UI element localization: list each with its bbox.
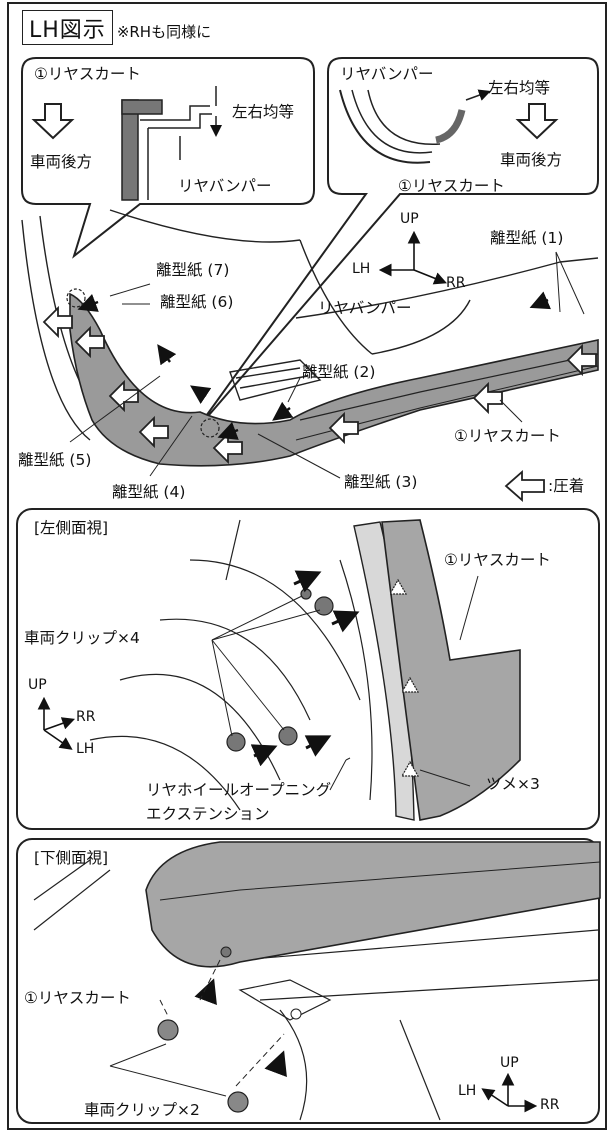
callout-right xyxy=(195,57,599,431)
bottom-clip-arrows xyxy=(194,978,287,1078)
bottom-view-skirt-label: ①リヤスカート xyxy=(24,989,131,1007)
axis-top-rr: RR xyxy=(446,275,466,291)
bottom-view-title: [下側面視] xyxy=(34,849,109,867)
tab-markers xyxy=(388,578,420,777)
axis-bottom-rr: RR xyxy=(540,1097,560,1113)
axis-bottom-lh: LH xyxy=(458,1083,477,1099)
callout-right-drawing xyxy=(339,89,491,164)
leader-lines xyxy=(69,251,585,479)
pressure-arrows xyxy=(42,305,597,465)
bottom-clip-icons xyxy=(157,1019,249,1113)
bumper-label: リヤバンパー xyxy=(318,299,412,317)
release-paper-3: 離型紙 (3) xyxy=(344,473,418,491)
page-note: ※RHも同様に xyxy=(116,23,212,41)
axis-left-up: UP xyxy=(28,677,47,693)
callout-right-equal-label: 左右均等 xyxy=(488,79,551,97)
instruction-sheet xyxy=(7,2,607,1130)
release-paper-4: 離型紙 (4) xyxy=(112,483,186,501)
extension-label-line2: エクステンション xyxy=(146,805,270,823)
release-paper-5: 離型紙 (5) xyxy=(18,451,92,469)
axis-bottom xyxy=(481,1072,538,1113)
axis-top xyxy=(378,230,447,285)
extension-label-line1: リヤホイールオープニング xyxy=(146,781,332,799)
callout-left-part-label: ①リヤスカート xyxy=(34,65,141,83)
left-view-skirt-label: ①リヤスカート xyxy=(444,551,551,569)
release-paper-7: 離型紙 (7) xyxy=(156,261,230,279)
legend-label: :圧着 xyxy=(548,477,585,495)
callout-right-direction-label: 車両後方 xyxy=(500,151,563,169)
callout-left-drawing xyxy=(121,86,216,201)
callout-left-bumper-label: リヤバンパー xyxy=(178,177,272,195)
callout-left xyxy=(21,57,315,259)
callout-right-part-label: ①リヤスカート xyxy=(398,177,505,195)
release-paper-2: 離型紙 (2) xyxy=(302,363,376,381)
release-arrows xyxy=(77,291,552,440)
callout-left-equal-label: 左右均等 xyxy=(232,103,295,121)
release-paper-6: 離型紙 (6) xyxy=(160,293,234,311)
axis-left xyxy=(37,696,76,750)
vehicle-body xyxy=(21,209,599,441)
axis-bottom-up: UP xyxy=(500,1055,519,1071)
release-paper-1: 離型紙 (1) xyxy=(490,229,564,247)
bottom-leaders xyxy=(109,959,285,1097)
callout-left-direction-label: 車両後方 xyxy=(30,153,93,171)
axis-top-lh: LH xyxy=(352,261,371,277)
rear-skirt-shape xyxy=(69,292,599,467)
direction-arrow-left xyxy=(31,103,75,140)
legend-arrow xyxy=(504,470,545,502)
axis-top-up: UP xyxy=(400,211,419,227)
left-view-clips-label: 車両クリップ×4 xyxy=(24,629,140,647)
left-view-skirt xyxy=(381,519,521,821)
page-title: LH図示 xyxy=(22,10,113,45)
axis-left-rr: RR xyxy=(76,709,96,725)
page-header: LH図示※RHも同様に xyxy=(22,10,211,45)
skirt-label: ①リヤスカート xyxy=(454,427,561,445)
direction-arrow-right xyxy=(515,103,559,140)
clip-leaders xyxy=(211,575,479,791)
bottom-view-clips-label: 車両クリップ×2 xyxy=(84,1101,200,1119)
bottom-view-skirt xyxy=(145,841,601,968)
tabs-label: ツメ×3 xyxy=(486,775,540,793)
clip-arrows xyxy=(250,570,360,767)
left-view-title: [左側面視] xyxy=(34,519,109,537)
axis-left-lh: LH xyxy=(76,741,95,757)
callout-right-bumper-label: リヤバンパー xyxy=(340,65,434,83)
